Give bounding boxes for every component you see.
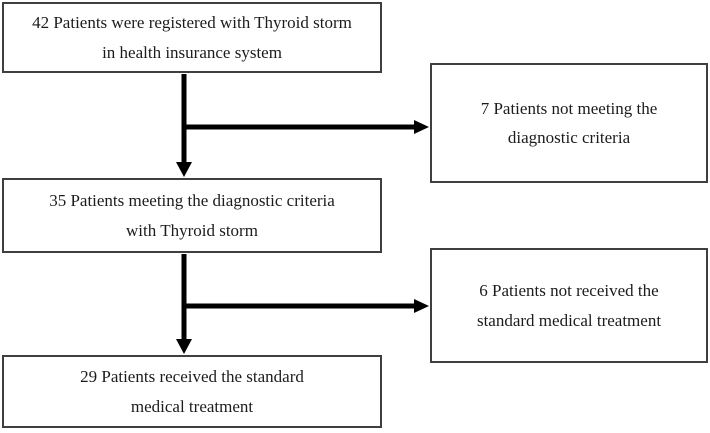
flow-box-excluded-not-meeting-criteria: 7 Patients not meeting the diagnostic cr… xyxy=(430,63,708,183)
arrow-registered-to-meeting xyxy=(176,74,192,177)
flow-box-text-line: with Thyroid storm xyxy=(126,220,258,240)
arrow-branch-to-excluded-2 xyxy=(184,299,429,313)
flow-box-excluded-no-standard-treatment: 6 Patients not received the standard med… xyxy=(430,248,708,363)
flow-box-text-line: diagnostic criteria xyxy=(507,128,631,147)
flow-box-text-line: medical treatment xyxy=(130,396,254,416)
flow-box-text-line: 29 Patients received the standard xyxy=(80,367,304,387)
flow-box-text-line: 6 Patients not received the xyxy=(479,281,659,301)
flow-box-text-line: 42 Patients were registered with Thyroid… xyxy=(32,13,352,33)
flow-box-text-line: 7 Patients not meeting the xyxy=(480,98,658,118)
flow-box-text-line: 35 Patients meeting the diagnostic crite… xyxy=(49,191,335,211)
flow-box-text-line: in health insurance system xyxy=(102,42,282,62)
arrow-meeting-to-received xyxy=(176,254,192,354)
flow-box-text-line: standard medical treatment xyxy=(476,310,662,330)
flow-box-registered: 42 Patients were registered with Thyroid… xyxy=(2,2,382,73)
flow-box-received-treatment: 29 Patients received the standard medica… xyxy=(2,355,382,428)
flow-box-meeting-criteria: 35 Patients meeting the diagnostic crite… xyxy=(2,178,382,253)
arrow-branch-to-excluded-1 xyxy=(184,120,429,134)
